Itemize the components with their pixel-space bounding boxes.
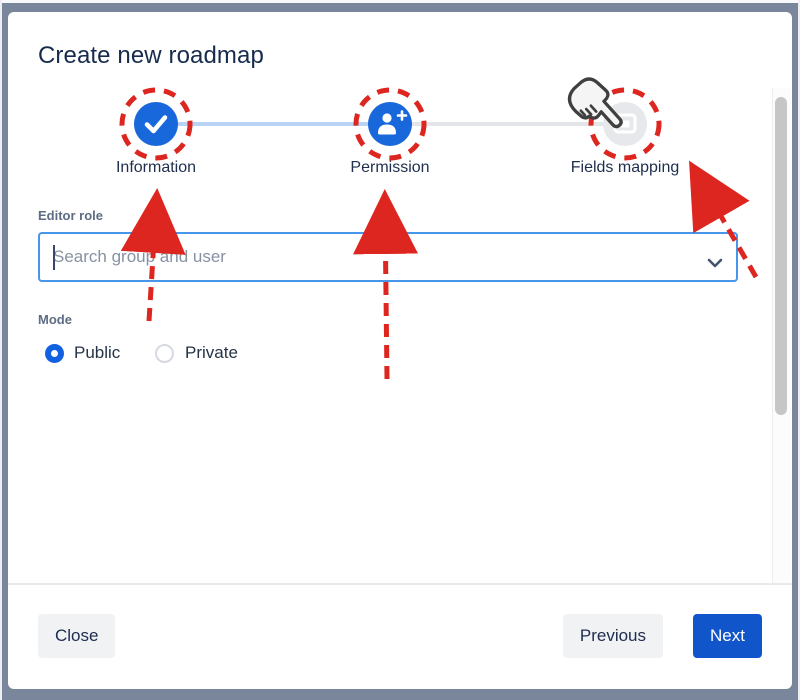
create-roadmap-modal: Create new roadmap Information Permissio… [8, 12, 792, 689]
step-fields-mapping-circle[interactable] [603, 102, 647, 146]
footer-divider [8, 583, 792, 585]
window-edge [0, 0, 2, 700]
step-fields-mapping-label: Fields mapping [570, 159, 680, 176]
next-button[interactable]: Next [693, 614, 762, 658]
check-icon [144, 115, 168, 134]
card-icon [613, 113, 637, 134]
modal-title: Create new roadmap [38, 42, 264, 69]
window-edge [0, 0, 800, 3]
mode-label: Mode [38, 312, 72, 327]
text-caret [53, 245, 55, 270]
previous-button[interactable]: Previous [562, 614, 663, 658]
user-add-icon [378, 110, 408, 135]
stepper-connector-inactive [390, 122, 625, 126]
scrollbar-thumb[interactable] [775, 97, 787, 415]
stepper-connector-active [156, 122, 390, 126]
step-permission-label: Permission [350, 159, 430, 176]
step-permission-circle[interactable] [368, 102, 412, 146]
radio-public[interactable] [45, 344, 64, 363]
editor-role-label: Editor role [38, 208, 104, 223]
search-group-user-input[interactable] [38, 232, 738, 282]
step-information-circle[interactable] [134, 102, 178, 146]
radio-public-label[interactable]: Public [74, 343, 121, 362]
chevron-down-icon[interactable] [706, 257, 724, 269]
close-button[interactable]: Close [38, 614, 116, 658]
window-edge [798, 0, 800, 700]
radio-private-label[interactable]: Private [185, 343, 238, 362]
step-information-label: Information [115, 159, 197, 176]
radio-private[interactable] [155, 344, 174, 363]
